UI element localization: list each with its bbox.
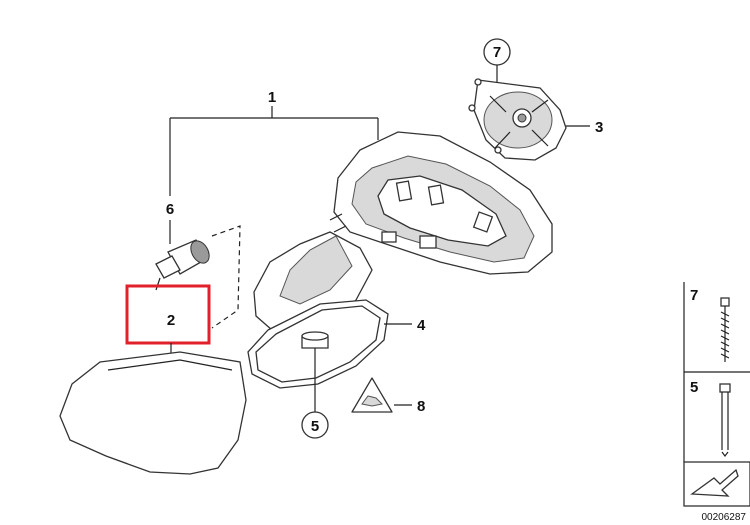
callout-5-label: 5 [311,418,319,435]
callout-3-label: 3 [595,119,603,136]
arrow-symbol-icon [690,468,739,497]
mirror-cover-cap [59,351,247,475]
highlight-box [125,284,211,345]
callout-5-circle [301,411,329,439]
mirror-housing [253,131,553,335]
mirror-motor-housing [468,78,567,161]
screw-5-label: 5 [690,379,698,396]
warning-triangle-icon [351,377,393,413]
callout-7-label: 7 [493,44,501,61]
callout-6-label: 6 [166,201,174,218]
screw-5-icon [719,383,731,457]
callout-8-label: 8 [417,398,425,415]
callout-1-bracket [169,106,379,196]
callout-4-label: 4 [417,317,426,334]
screw-7-icon [720,297,730,362]
screw-7-label: 7 [690,287,698,304]
callout-2-label: 2 [167,312,175,329]
mirror-shaft [301,331,329,349]
connector-plug [155,239,210,291]
screw-sidebar [683,282,750,507]
reference-code: 00206287 [702,512,747,523]
callout-1-label: 1 [268,89,276,106]
